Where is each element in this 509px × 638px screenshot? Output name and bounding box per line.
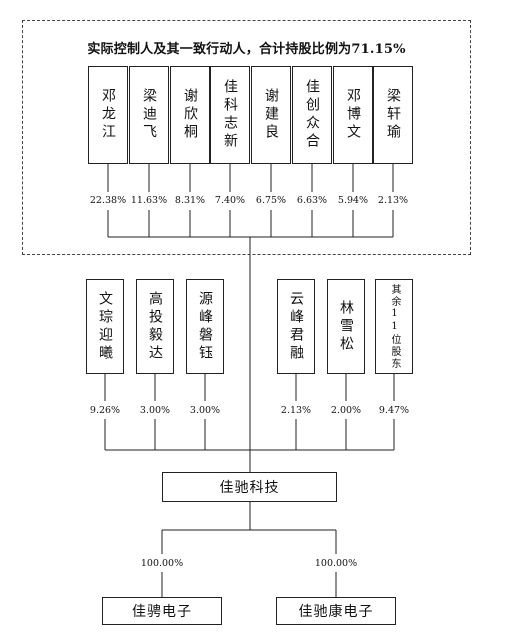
shareholder-name: 谢欣桐: [182, 88, 198, 142]
shareholder-name: 佳科志新: [222, 79, 238, 151]
holding-percentage: 11.63%: [130, 195, 168, 206]
shareholder-name: 高投毅达: [147, 290, 163, 363]
shareholder-name: 佳创众合: [304, 79, 320, 151]
holding-percentage: 7.40%: [214, 195, 246, 206]
shareholder-box: 邓博文: [333, 66, 373, 164]
shareholder-box: 云峰君融: [277, 279, 315, 374]
shareholder-box: 源峰磐钰: [186, 279, 224, 374]
shareholder-box: 文琮迎曦: [86, 279, 124, 374]
shareholder-box: 佳科志新: [210, 66, 250, 164]
shareholder-name: 梁轩瑜: [385, 88, 401, 142]
holding-percentage: 100.00%: [314, 558, 358, 569]
shareholder-box: 邓龙江: [88, 66, 128, 164]
diagram-title: 实际控制人及其一致行动人，合计持股比例为71.15%: [87, 42, 406, 57]
shareholder-name: 林雪松: [338, 299, 354, 354]
holding-percentage: 9.47%: [378, 405, 410, 416]
shareholder-box: 林雪松: [327, 279, 365, 374]
holding-percentage: 2.13%: [280, 405, 312, 416]
controller-group-boundary: [22, 20, 471, 255]
holding-percentage: 5.94%: [337, 195, 369, 206]
holding-percentage: 6.75%: [255, 195, 287, 206]
holding-percentage: 2.00%: [330, 405, 362, 416]
holding-percentage: 3.00%: [139, 405, 171, 416]
shareholder-box: 其余11位股东: [375, 279, 413, 374]
holding-percentage: 9.26%: [89, 405, 121, 416]
subsidiary-box: 佳骋电子: [102, 597, 222, 625]
shareholder-name: 邓博文: [345, 88, 361, 142]
holding-percentage: 8.31%: [174, 195, 206, 206]
shareholder-box: 佳创众合: [292, 66, 332, 164]
shareholder-box: 谢建良: [251, 66, 291, 164]
shareholder-name: 其余11位股东: [389, 283, 400, 370]
shareholder-box: 谢欣桐: [170, 66, 210, 164]
shareholder-name: 文琮迎曦: [97, 290, 113, 363]
shareholder-name: 邓龙江: [100, 88, 116, 142]
holding-percentage: 100.00%: [140, 558, 184, 569]
shareholder-box: 梁轩瑜: [373, 66, 413, 164]
shareholder-box: 梁迪飞: [129, 66, 169, 164]
holding-percentage: 3.00%: [189, 405, 221, 416]
shareholder-name: 谢建良: [263, 88, 279, 142]
holding-percentage: 2.13%: [377, 195, 409, 206]
shareholder-name: 云峰君融: [288, 290, 304, 363]
shareholder-box: 高投毅达: [136, 279, 174, 374]
shareholder-name: 梁迪飞: [141, 88, 157, 142]
shareholder-name: 源峰磐钰: [197, 290, 213, 363]
company-box: 佳驰科技: [162, 472, 337, 502]
holding-percentage: 22.38%: [89, 195, 127, 206]
holding-percentage: 6.63%: [296, 195, 328, 206]
subsidiary-box: 佳驰康电子: [276, 597, 396, 625]
